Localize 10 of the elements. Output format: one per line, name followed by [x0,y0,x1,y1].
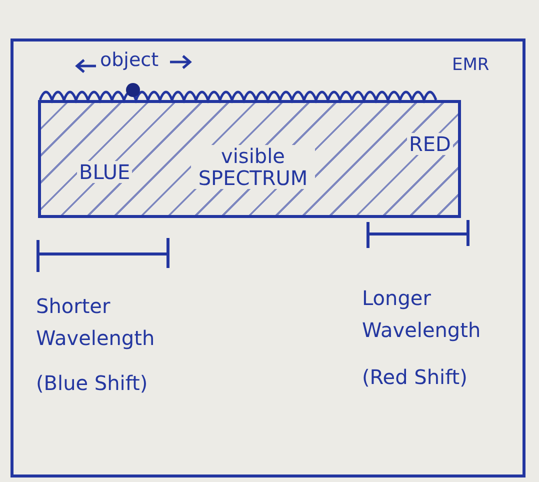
spectrum-label: RED [407,133,453,155]
shift-label: (Red Shift) [362,366,468,388]
wavelength-label: Longer Wavelength [362,285,482,344]
wavelength-label: Shorter Wavelength [36,293,156,352]
object-label: object [100,50,159,71]
emr-label: EMR [452,56,490,75]
spectrum-bar [38,100,461,218]
spectrum-label: BLUE [77,161,132,183]
spectrum-label: visible SPECTRUM [191,145,315,189]
shift-label: (Blue Shift) [36,372,148,394]
